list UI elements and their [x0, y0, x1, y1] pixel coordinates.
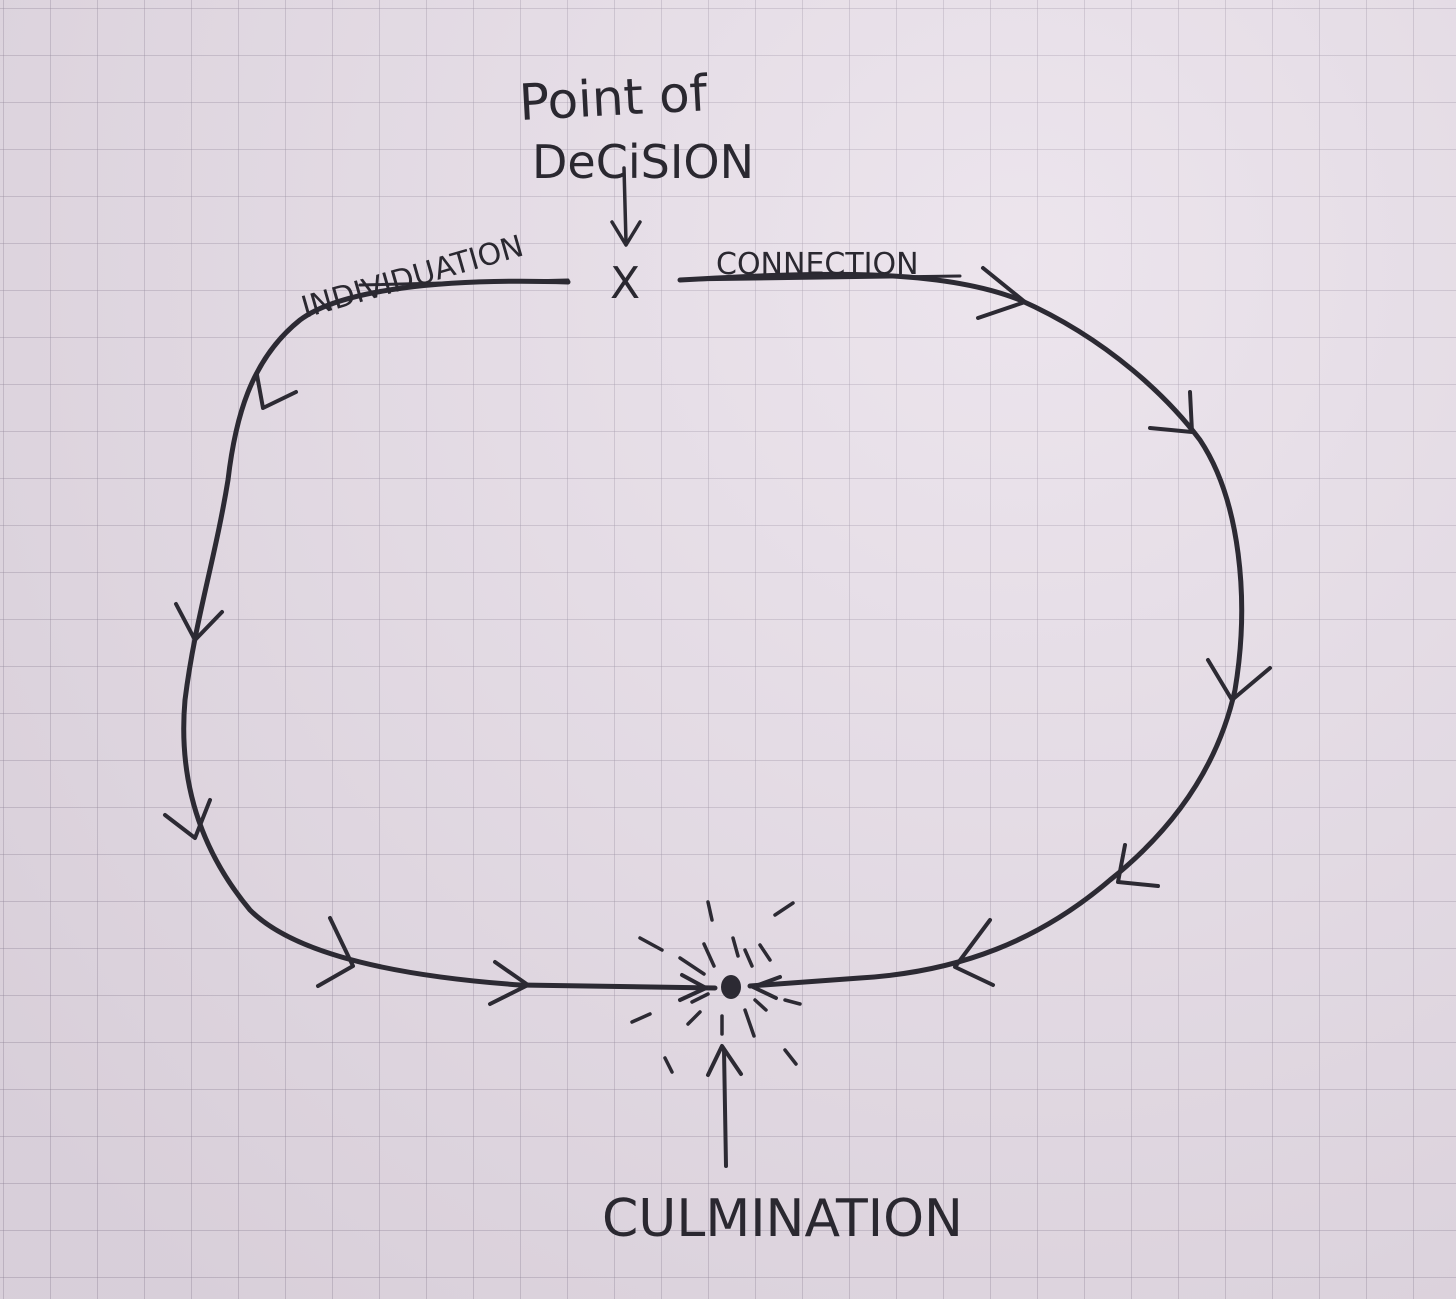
burst-ray	[663, 1056, 674, 1074]
culmination-point	[721, 975, 741, 999]
burst-ray	[630, 1012, 652, 1024]
burst-ray	[678, 956, 706, 976]
burst-ray	[690, 992, 710, 1004]
arrowhead-icon	[163, 798, 212, 840]
burst-ray	[731, 936, 740, 958]
arrowhead-icon	[255, 373, 298, 410]
arrowhead-icon	[976, 266, 1027, 320]
connection-underline	[678, 274, 962, 282]
burst-ray	[753, 998, 768, 1012]
burst-ray	[783, 998, 802, 1006]
burst-ray	[702, 942, 716, 968]
connection-path	[677, 271, 1245, 989]
burst-ray	[773, 901, 795, 917]
burst-ray	[743, 948, 754, 968]
individuation-arrowheads	[163, 373, 708, 1006]
burst-ray	[686, 1010, 702, 1026]
decision-arrow-shaft	[622, 166, 628, 244]
arrowhead-icon	[1116, 843, 1160, 888]
decision-label-line1: Point of	[518, 64, 710, 132]
burst-ray	[743, 1008, 756, 1038]
connection-arrowheads	[751, 266, 1272, 1000]
culmination-arrow-shaft	[722, 1048, 728, 1168]
decision-label-line2: DeCiSION	[532, 135, 754, 189]
decision-arrowhead-icon	[610, 220, 642, 247]
culmination-arrowhead-icon	[706, 1044, 743, 1077]
arrowhead-icon	[953, 918, 995, 987]
burst-ray	[783, 1048, 798, 1066]
decision-point-mark: X	[610, 258, 640, 309]
arrowhead-icon	[751, 975, 782, 1000]
burst-ray	[758, 943, 772, 962]
arrowhead-icon	[1148, 390, 1194, 434]
culmination-label: CULMINATION	[602, 1189, 963, 1249]
burst-ray	[706, 900, 714, 922]
individuation-label: INDIVIDUATION	[298, 229, 528, 326]
arrowhead-icon	[488, 960, 530, 1006]
connection-label: CONNECTION	[716, 247, 919, 282]
individuation-path	[181, 278, 718, 991]
arrowhead-icon	[1206, 658, 1272, 702]
individuation-underline	[358, 278, 570, 287]
arrowhead-icon	[678, 973, 708, 1002]
arrowhead-icon	[174, 602, 224, 642]
culmination-burst-icon	[630, 900, 802, 1074]
burst-ray	[638, 936, 664, 952]
arrowhead-icon	[316, 916, 355, 988]
